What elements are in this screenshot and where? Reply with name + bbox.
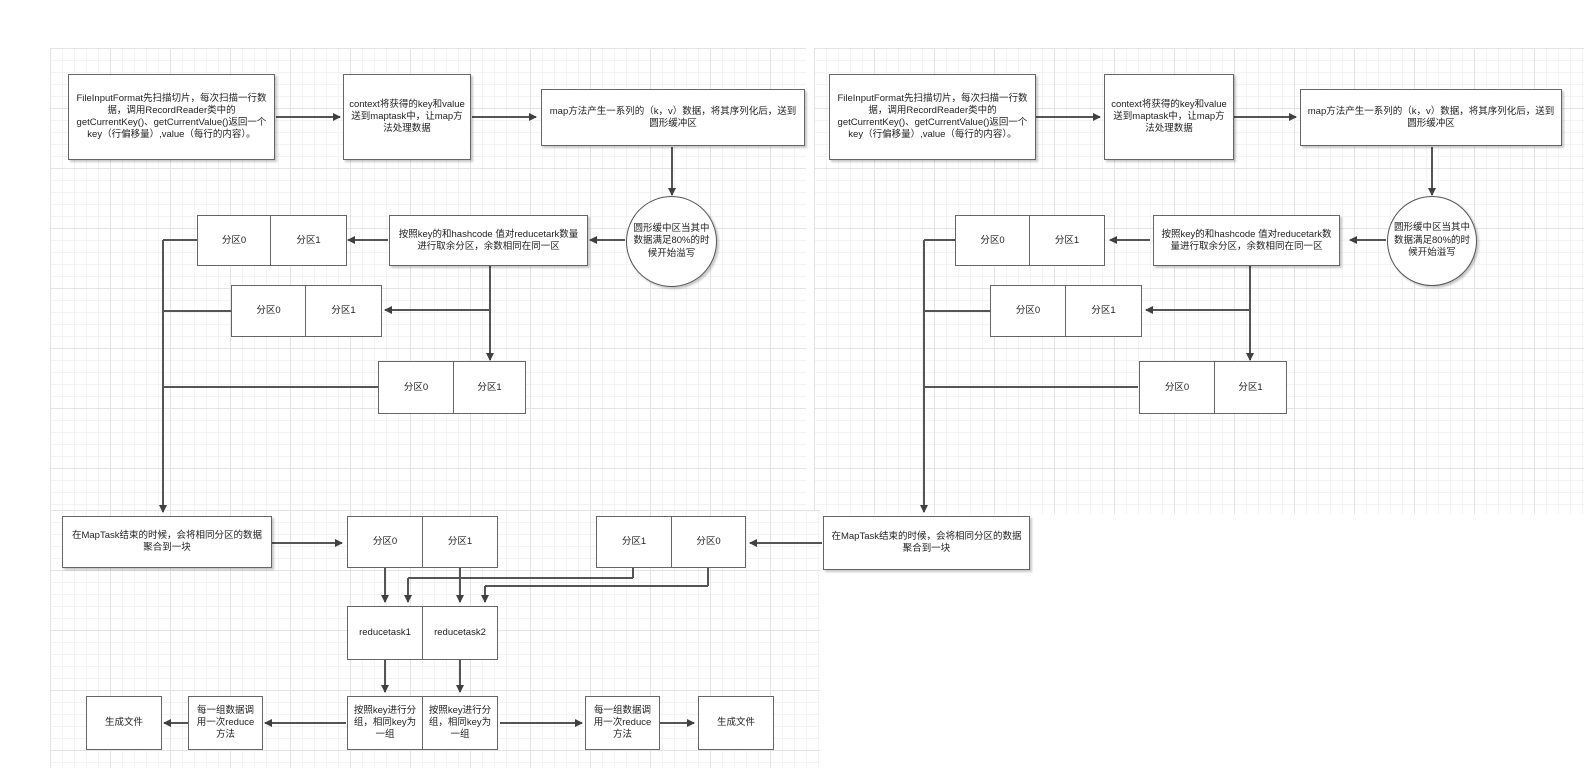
left-map-step: map方法产生一系列的（k，v）数据，将其序列化后，送到圆形缓冲区 — [541, 89, 805, 146]
left-spill1-partition-1: 分区1 — [270, 215, 347, 266]
right-output-file: 生成文件 — [698, 696, 774, 750]
merged-right-partition-0: 分区0 — [671, 516, 746, 568]
left-merge-step: 在MapTask结束的时候，会将相同分区的数据聚合到一块 — [62, 516, 272, 568]
left-reduce-call: 每一组数据调用一次reduce方法 — [188, 696, 263, 750]
merged-left-partition-0: 分区0 — [347, 516, 423, 568]
right-spill1-partition-1: 分区1 — [1029, 215, 1105, 266]
group-step-2: 按照key进行分组，相同key为一组 — [422, 696, 498, 750]
right-merge-step: 在MapTask结束的时候，会将相同分区的数据聚合到一块 — [823, 516, 1030, 570]
merged-left-partition-1: 分区1 — [422, 516, 498, 568]
left-read-step: FileInputFormat先扫描切片，每次扫描一行数据，调用RecordRe… — [68, 74, 275, 160]
left-partition-step: 按照key的和hashcode 值对reducetark数量进行取余分区，余数相… — [389, 215, 588, 266]
right-map-step: map方法产生一系列的（k，v）数据，将其序列化后，送到圆形缓冲区 — [1300, 89, 1562, 146]
right-spill1-partition-0: 分区0 — [955, 215, 1030, 266]
left-spill3-partition-0: 分区0 — [378, 361, 454, 414]
left-spill2-partition-1: 分区1 — [305, 285, 382, 337]
reducetask-1: reducetask1 — [347, 606, 423, 660]
left-context-step: context将获得的key和value送到maptask中，让map方法处理数… — [343, 74, 471, 160]
right-spill2-partition-0: 分区0 — [990, 285, 1066, 337]
left-spill2-partition-0: 分区0 — [231, 285, 306, 337]
right-spill3-partition-0: 分区0 — [1139, 361, 1215, 414]
merged-right-partition-1: 分区1 — [596, 516, 672, 568]
right-spill3-partition-1: 分区1 — [1214, 361, 1287, 414]
reducetask-2: reducetask2 — [422, 606, 498, 660]
right-buffer-step: 圆形缓中区当其中数据满足80%的时候开始溢写 — [1387, 196, 1477, 286]
right-context-step: context将获得的key和value送到maptask中，让map方法处理数… — [1104, 74, 1234, 160]
group-step-1: 按照key进行分组，相同key为一组 — [347, 696, 423, 750]
left-spill1-partition-0: 分区0 — [197, 215, 271, 266]
right-spill2-partition-1: 分区1 — [1065, 285, 1142, 337]
left-buffer-step: 圆形缓中区当其中数据满足80%的时候开始溢写 — [626, 196, 717, 287]
right-partition-step: 按照key的和hashcode 值对reducetark数量进行取余分区，余数相… — [1153, 215, 1340, 266]
right-reduce-call: 每一组数据调用一次reduce方法 — [585, 696, 660, 750]
right-read-step: FileInputFormat先扫描切片，每次扫描一行数据，调用RecordRe… — [829, 74, 1036, 160]
left-output-file: 生成文件 — [86, 696, 162, 750]
left-spill3-partition-1: 分区1 — [453, 361, 526, 414]
